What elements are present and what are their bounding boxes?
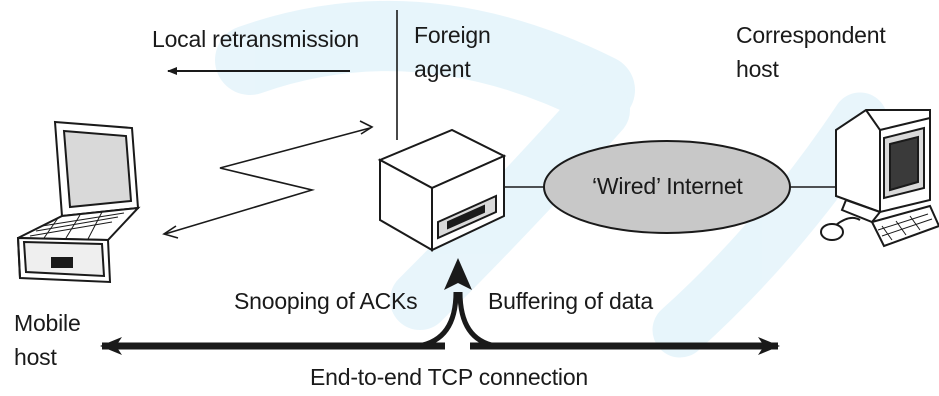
mobile-host-label-line-1: Mobile — [14, 310, 81, 336]
laptop-icon — [16, 120, 141, 284]
buffering-label: Buffering of data — [488, 288, 653, 314]
foreign-agent-label-line-1: Foreign — [414, 22, 491, 48]
foreign-agent-label-line-2: agent — [414, 56, 471, 82]
snooping-label: Snooping of ACKs — [234, 288, 418, 314]
mobile-host-label: Mobile host — [14, 306, 81, 374]
end-to-end-label: End-to-end TCP connection — [310, 364, 588, 390]
snoop-buffer-arrowhead — [444, 258, 472, 290]
correspondent-host-label: Correspondent host — [736, 18, 886, 86]
mobile-host-label-line-2: host — [14, 344, 57, 370]
snoop-buffer-arrow — [417, 291, 497, 349]
desktop-computer-icon — [820, 109, 939, 248]
local-retransmission-label: Local retransmission — [152, 26, 359, 52]
foreign-agent-device-icon — [377, 128, 507, 252]
wireless-link — [162, 120, 374, 239]
correspondent-host-label-line-2: host — [736, 56, 779, 82]
correspondent-host-label-line-1: Correspondent — [736, 22, 886, 48]
foreign-agent-label: Foreign agent — [414, 18, 491, 86]
wired-internet-label: ‘Wired’ Internet — [592, 173, 743, 199]
